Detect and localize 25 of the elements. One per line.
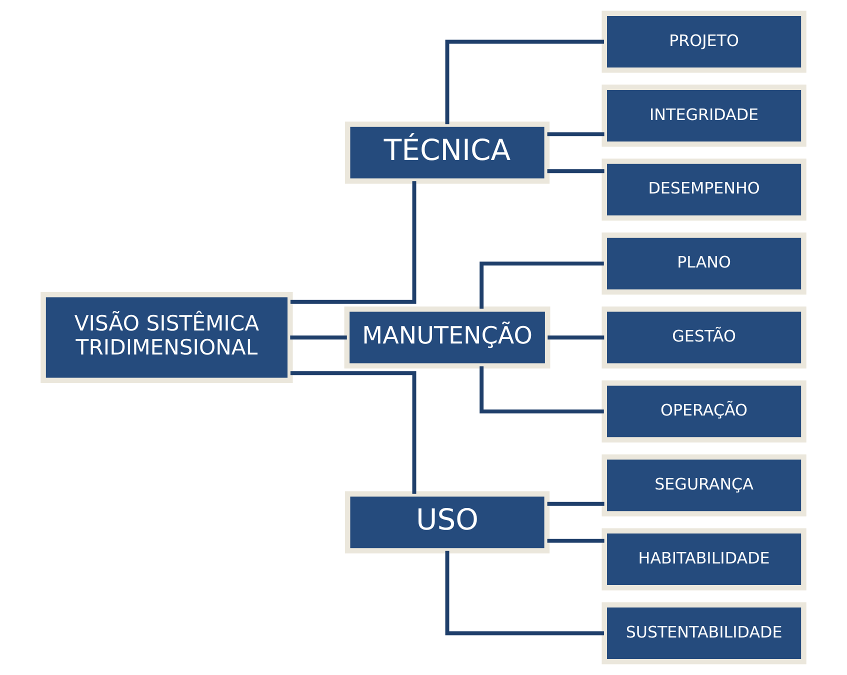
node-box: TÉCNICA [344,122,550,184]
connector [548,336,604,340]
connector [547,132,604,136]
node-box: OPERAÇÃO [602,380,806,442]
node-box: VISÃO SISTÊMICA TRIDIMENSIONAL [40,292,293,384]
node-box: MANUTENÇÃO [344,306,550,369]
node-box: USO [344,491,550,554]
node-box: PLANO [602,232,806,295]
node-box: INTEGRIDADE [602,84,806,147]
node-box: DESEMPENHO [602,158,806,221]
connector [290,336,347,340]
node-box: SEGURANÇA [602,454,806,516]
connector [547,538,604,543]
node-box: PROJETO [602,10,806,73]
node-box: SUSTENTABILIDADE [602,602,806,664]
node-box: HABITABILIDADE [602,528,806,590]
node-box: GESTÃO [602,306,806,369]
connector [547,169,604,174]
connector [480,366,604,414]
connector [445,550,604,636]
connector [290,181,416,304]
connector [445,40,604,124]
connector [290,371,416,494]
connector [547,502,604,506]
connector [480,262,604,309]
